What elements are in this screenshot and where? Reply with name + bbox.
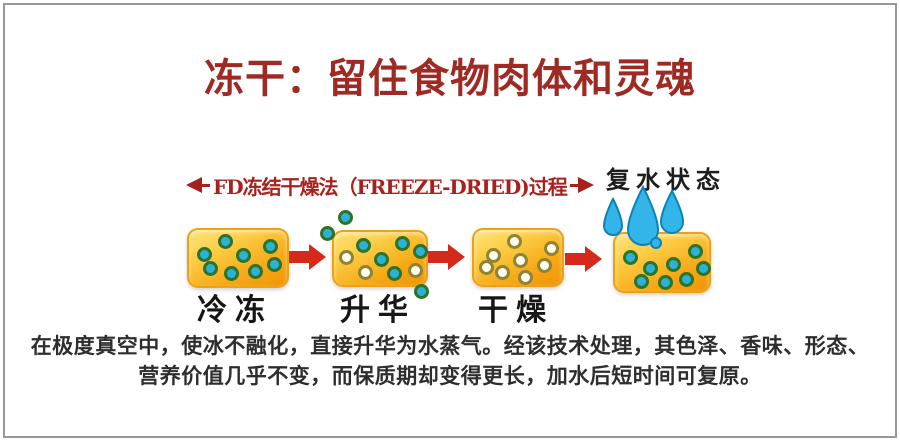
void-pore-dot — [512, 253, 528, 269]
ice-crystal-dot — [236, 247, 252, 263]
void-pore-dot — [486, 247, 502, 263]
ice-crystal-dot — [263, 238, 279, 254]
stage-label-dried: 干燥 — [478, 293, 554, 328]
stage-box-frozen — [187, 228, 289, 288]
ice-crystal-dot — [356, 238, 372, 254]
ice-crystal-dot — [633, 273, 649, 289]
ice-crystal-dot — [202, 261, 218, 277]
arrow-tip — [585, 246, 602, 272]
page-title: 冻干：留住食物肉体和灵魂 — [204, 55, 696, 102]
void-pore-dot — [544, 241, 560, 256]
arrow-shaft — [565, 253, 585, 265]
arrow-line — [569, 183, 578, 187]
ice-crystal-dot — [218, 234, 234, 250]
arrow-tip — [448, 244, 465, 270]
ice-crystal-dot — [695, 261, 711, 277]
step-arrow-icon — [428, 244, 465, 270]
void-pore-dot — [479, 259, 495, 275]
ice-crystal-dot — [196, 246, 212, 262]
ice-crystal-dot — [622, 249, 638, 265]
arrow-shaft — [428, 251, 448, 263]
void-pore-dot — [518, 269, 533, 285]
ice-crystal-dot — [374, 252, 390, 268]
description-line-1: 在极度真空中，使冰不融化，直接升华为水蒸气。经该技术处理，其色泽、香味、形态、 — [30, 334, 870, 358]
ice-crystal-dot — [678, 271, 694, 287]
ice-crystal-dot — [224, 265, 240, 281]
void-pore-dot — [357, 264, 373, 280]
description-text: 在极度真空中，使冰不融化，直接升华为水蒸气。经该技术处理，其色泽、香味、形态、 … — [30, 331, 870, 391]
arrowhead-right-icon — [577, 177, 594, 193]
void-pore-dot — [507, 234, 523, 250]
process-span-arrow: FD冻结干燥法（FREEZE-DRIED)过程 — [186, 168, 594, 202]
ice-crystal-dot — [247, 263, 263, 279]
ice-crystal-dot — [337, 209, 353, 225]
arrowhead-left-icon — [186, 177, 202, 193]
ice-crystal-dot — [267, 256, 283, 272]
void-pore-dot — [495, 265, 511, 281]
water-drops-icon — [602, 185, 685, 249]
void-pore-dot — [338, 250, 354, 266]
stage-box-sublimation — [332, 230, 429, 287]
stage-box-rehydrated — [613, 232, 711, 293]
process-heading: FD冻结干燥法（FREEZE-DRIED)过程 — [213, 174, 568, 199]
ice-crystal-dot — [665, 256, 681, 272]
stage-label-sublimation: 升华 — [340, 293, 416, 328]
ice-crystal-dot — [387, 265, 403, 281]
step-arrow-icon — [289, 244, 326, 270]
ice-crystal-dot — [394, 236, 410, 252]
ice-crystal-dot — [643, 261, 659, 277]
arrow-tip — [309, 244, 326, 270]
rehydration-label: 复水状态 — [606, 165, 726, 194]
description-line-2: 营养价值几乎不变，而保质期却变得更长，加水后短时间可复原。 — [138, 364, 762, 388]
ice-crystal-dot — [658, 275, 674, 291]
void-pore-dot — [407, 262, 423, 278]
arrow-shaft — [289, 251, 309, 263]
stage-label-frozen: 冷冻 — [197, 293, 273, 328]
stage-box-dried — [472, 228, 564, 287]
arrow-line — [202, 183, 210, 187]
ice-crystal-dot — [413, 243, 429, 259]
step-arrow-icon — [565, 246, 602, 272]
void-pore-dot — [537, 257, 553, 273]
ice-crystal-dot — [688, 244, 704, 260]
